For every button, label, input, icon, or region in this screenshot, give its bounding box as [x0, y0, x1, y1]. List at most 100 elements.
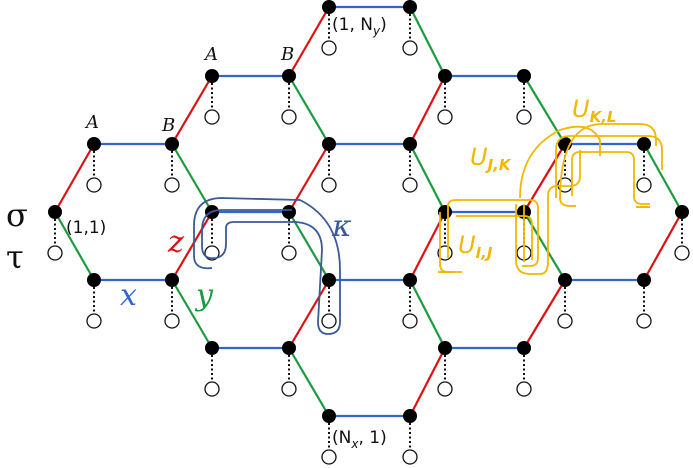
tau-spin-node: [281, 109, 297, 125]
sigma-spin-node: [517, 69, 531, 83]
z-bond: [523, 143, 566, 213]
sigma-spin-node: [517, 341, 531, 355]
tau-node-layer: [47, 40, 690, 465]
sigma-spin-node: [438, 341, 452, 355]
tau-spin-node: [437, 109, 453, 125]
sigma-spin-node: [165, 137, 179, 151]
tau-spin-node: [636, 177, 652, 193]
y-bond: [643, 143, 683, 213]
sigma-spin-node: [282, 69, 296, 83]
z-bond: [288, 143, 330, 213]
sigma-node-layer: [48, 0, 689, 423]
z-bond: [171, 75, 213, 145]
tau-spin-node: [86, 313, 102, 329]
sigma-spin-node: [637, 137, 651, 151]
tau-spin-node: [674, 245, 690, 261]
sublattice-A-label-2: A: [203, 44, 218, 65]
tau-spin-node: [516, 381, 532, 397]
sublattice-B-label-2: B: [280, 44, 294, 65]
sigma-spin-node: [205, 69, 219, 83]
sigma-spin-node: [282, 341, 296, 355]
sigma-spin-node: [675, 205, 689, 219]
y-bond: [288, 211, 330, 281]
z-bond: [523, 279, 566, 349]
plaquette-loop-KL: [555, 123, 663, 207]
sigma-spin-node: [322, 0, 336, 14]
tau-spin-node: [321, 449, 337, 465]
sigma-spin-node: [403, 409, 417, 423]
sigma-spin-node: [165, 273, 179, 287]
sigma-spin-node: [403, 273, 417, 287]
z-bond-label: z: [167, 225, 184, 260]
tau-spin-node: [204, 381, 220, 397]
y-bond: [523, 75, 566, 145]
y-bond: [171, 279, 213, 349]
sigma-spin-node: [205, 341, 219, 355]
y-bond: [288, 75, 330, 145]
plaquette-label-KL: UK,L: [572, 95, 616, 126]
sigma-spin-node: [322, 137, 336, 151]
sigma-spin-node: [558, 273, 572, 287]
z-bond: [288, 279, 330, 349]
tau-spin-node: [557, 313, 573, 329]
site-Nx-1-label: (Nx, 1): [332, 428, 387, 451]
z-bond: [409, 75, 446, 145]
z-bond: [643, 211, 683, 281]
sigma-spin-node: [48, 205, 62, 219]
sigma-spin-node: [403, 0, 417, 14]
plaquette-loop-JK: [515, 125, 601, 275]
x-bond-label: x: [120, 278, 137, 313]
sigma-spin-node: [403, 137, 417, 151]
site-1-Ny-label: (1, Ny): [332, 15, 387, 38]
sigma-spin-node: [282, 205, 296, 219]
y-bond-label: y: [194, 278, 214, 313]
kappa-label: κ: [331, 209, 352, 244]
tau-spin-node: [281, 245, 297, 261]
tau-spin-node: [204, 109, 220, 125]
sublattice-A-label-1: A: [84, 112, 99, 133]
tau-spin-node: [164, 313, 180, 329]
tau-spin-node: [516, 109, 532, 125]
tau-spin-node: [402, 177, 418, 193]
sigma-spin-node: [322, 273, 336, 287]
sigma-spin-node: [87, 137, 101, 151]
tau-spin-node: [204, 245, 220, 261]
sigma-spin-node: [637, 273, 651, 287]
tau-spin-node: [321, 177, 337, 193]
tau-spin-node: [86, 177, 102, 193]
labels: σ τ (1,1) A B A B (1, Ny) (Nx, 1) x y z …: [6, 15, 650, 451]
site-1-1-label: (1,1): [66, 218, 106, 238]
sigma-label: σ: [6, 196, 28, 234]
tau-spin-node: [164, 177, 180, 193]
z-bond: [54, 143, 95, 213]
plaquette-label-IJ: UI,J: [458, 231, 493, 262]
tau-spin-node: [47, 245, 63, 261]
tau-spin-node: [321, 313, 337, 329]
y-bond: [288, 347, 330, 417]
sigma-spin-node: [322, 409, 336, 423]
tau-spin-node: [636, 313, 652, 329]
plaquette-loop-IJ: [439, 199, 539, 273]
tau-spin-node: [402, 449, 418, 465]
tau-spin-node: [402, 40, 418, 56]
bond-layer: [54, 5, 683, 418]
kappa-loop-path: [193, 197, 341, 335]
tau-spin-node: [437, 381, 453, 397]
plaquette-label-JK: UJ,K: [470, 143, 512, 174]
sigma-spin-node: [438, 69, 452, 83]
tau-stem-layer: [54, 14, 683, 450]
z-bond: [409, 347, 446, 417]
tau-spin-node: [402, 313, 418, 329]
tau-spin-node: [281, 381, 297, 397]
y-bond: [523, 211, 566, 281]
tau-label: τ: [6, 238, 24, 276]
sublattice-B-label-1: B: [161, 115, 175, 136]
z-bond: [288, 6, 330, 77]
y-bond: [409, 143, 446, 213]
sigma-spin-node: [87, 273, 101, 287]
z-bond: [171, 211, 213, 281]
y-bond: [409, 279, 446, 349]
plaquette-loops: [439, 123, 663, 275]
